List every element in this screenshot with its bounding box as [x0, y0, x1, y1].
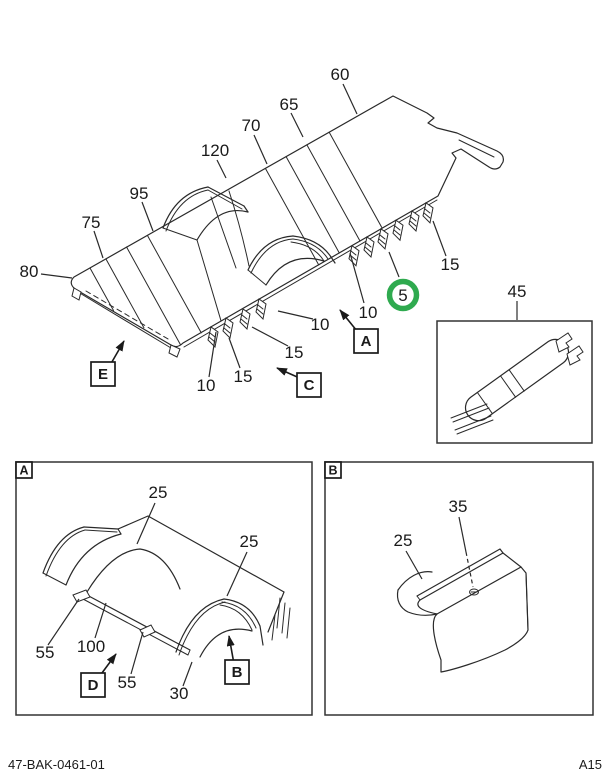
callout-80[interactable]: 80: [20, 262, 39, 281]
left-corner-foot: [168, 344, 181, 358]
view-ref-d: D: [88, 677, 99, 694]
callout-120[interactable]: 120: [201, 141, 229, 160]
edge-clips: [207, 202, 434, 349]
highlight-ring: [386, 278, 420, 312]
detail-a-callouts: 25 25 55 100 55 30: [36, 483, 259, 703]
view-ref-box-c[interactable]: [296, 372, 322, 398]
callout-25-right[interactable]: 25: [240, 532, 259, 551]
highlighted-callout-5[interactable]: 5: [386, 278, 420, 312]
callout-25-b[interactable]: 25: [394, 531, 413, 550]
callout-60[interactable]: 60: [331, 65, 350, 84]
detail-a-view-refs: D B: [80, 635, 250, 698]
callout-10-a[interactable]: 10: [359, 303, 378, 322]
right-wheel-arch: [247, 235, 336, 286]
view-ref-box-d[interactable]: [80, 672, 106, 698]
hidden-edge-dashed: [85, 290, 169, 340]
detail-b-drawing: [396, 548, 529, 673]
callout-75[interactable]: 75: [82, 213, 101, 232]
callout-65[interactable]: 65: [280, 95, 299, 114]
drawing-number: 47-BAK-0461-01: [8, 757, 105, 772]
callout-10-e[interactable]: 10: [197, 376, 216, 395]
detail-b-callouts: 35 25: [394, 497, 468, 550]
callout-100[interactable]: 100: [77, 637, 105, 656]
view-ref-c: C: [304, 377, 315, 394]
detail-view-b: B 35 25: [324, 461, 594, 716]
callout-25-top[interactable]: 25: [149, 483, 168, 502]
hook-arm-thickness: [458, 139, 495, 158]
detail-b-corner-label: B: [328, 464, 337, 478]
detail-a-corner-label: A: [19, 464, 28, 478]
detail-b-leaders: [405, 516, 474, 588]
callout-15-d[interactable]: 15: [234, 367, 253, 386]
callout-70[interactable]: 70: [242, 116, 261, 135]
bevel-edge-thickness: [77, 291, 172, 349]
callout-15-c[interactable]: 15: [285, 343, 304, 362]
callout-5: 5: [398, 286, 407, 305]
callout-95[interactable]: 95: [130, 184, 149, 203]
callout-55-bottom[interactable]: 55: [118, 673, 137, 692]
view-ref-e: E: [98, 366, 108, 383]
detail-a-drawing: [42, 515, 291, 658]
view-ref-box-b[interactable]: [224, 659, 250, 685]
view-ref-box-e[interactable]: [90, 361, 116, 387]
detail-a-corner-box: [15, 461, 33, 479]
panel-ribs: [89, 131, 383, 346]
callout-30[interactable]: 30: [170, 684, 189, 703]
inset-border: [436, 320, 593, 444]
inset-box-45: [436, 320, 593, 444]
main-panel-drawing: [70, 95, 504, 358]
detail-a-border: [15, 461, 313, 716]
page-code: A15: [579, 757, 602, 772]
callout-15-right[interactable]: 15: [441, 255, 460, 274]
left-foot: [71, 287, 82, 301]
view-ref-a: A: [361, 333, 372, 350]
view-ref-box-a[interactable]: [353, 328, 379, 354]
panel-outline: [70, 95, 504, 348]
callout-10-b[interactable]: 10: [311, 315, 330, 334]
main-leader-lines: [40, 83, 518, 378]
detail-b-corner-box: [324, 461, 342, 479]
detail-b-border: [324, 461, 594, 716]
detail-view-a: A: [15, 461, 313, 716]
callout-55-left[interactable]: 55: [36, 643, 55, 662]
callout-45[interactable]: 45: [508, 282, 527, 301]
callout-35[interactable]: 35: [449, 497, 468, 516]
detail-a-leaders: [47, 502, 248, 687]
main-view-refs: A C E: [90, 309, 379, 398]
valve-component: [450, 332, 584, 435]
left-wheel-arch: [162, 186, 249, 241]
view-a-arrow: [339, 309, 358, 332]
view-ref-b: B: [232, 664, 243, 681]
main-callouts: 60 65 70 120 95 75 80 15 10 10 15 15 10 …: [20, 65, 527, 395]
